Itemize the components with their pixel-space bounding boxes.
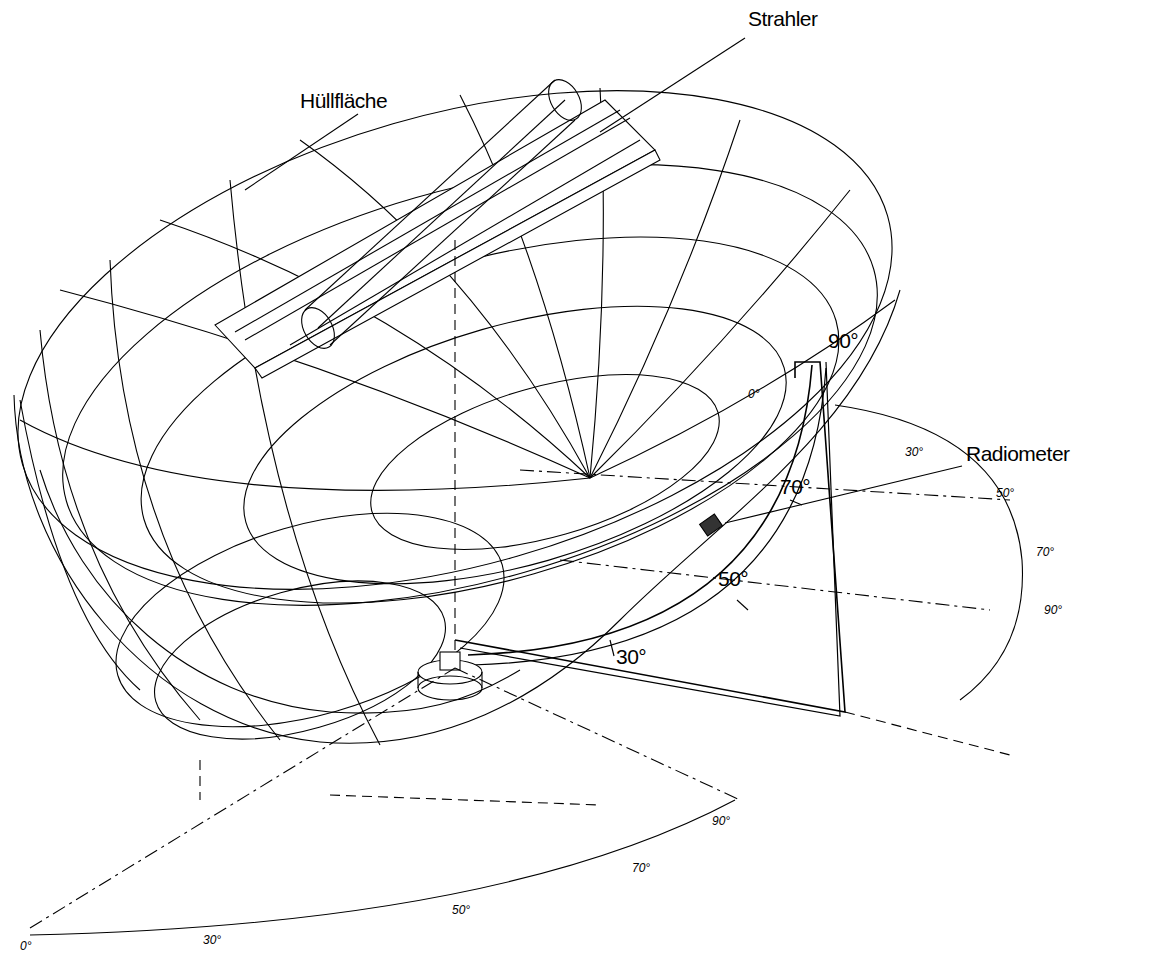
goniometer-arc: [468, 365, 812, 655]
axis-line: [199, 760, 200, 800]
part-name: Hüllfläche: [300, 90, 387, 111]
angle-label: 0°: [20, 940, 31, 952]
angle-label: 50°: [718, 568, 748, 589]
angle-label: 30°: [203, 934, 221, 946]
axis-line: [845, 712, 1010, 755]
envelope-outline: [14, 290, 900, 743]
envelope-rim: [0, 0, 950, 680]
latitude-line: [351, 340, 738, 583]
scale-tick: [610, 640, 614, 656]
axis-line: [454, 240, 455, 660]
goniometer-arc: [472, 368, 826, 665]
angle-label: 70°: [632, 862, 650, 874]
latitude-line: [137, 551, 464, 768]
part-name: Strahler: [748, 8, 818, 29]
leader-line: [600, 38, 745, 132]
meridian: [590, 190, 850, 478]
angle-label: 70°: [1036, 546, 1054, 558]
axis-line: [30, 668, 455, 928]
meridian: [590, 300, 895, 478]
leader-line: [725, 466, 962, 523]
radiator-edge: [235, 110, 620, 332]
axis-line: [330, 795, 600, 805]
angle-label: 30°: [616, 646, 646, 667]
leader-line: [245, 114, 358, 190]
part-name: Radiometer: [966, 443, 1070, 464]
radiator-tube: [318, 100, 565, 328]
radiator-housing: [215, 100, 655, 368]
pivot-base: [417, 672, 418, 688]
angle-label: 50°: [452, 904, 470, 916]
meridian: [20, 420, 590, 490]
angle-label: 50°: [996, 487, 1014, 499]
angle-label: 90°: [712, 815, 730, 827]
pivot-post: [440, 652, 460, 670]
radiator-housing: [255, 150, 660, 378]
angle-label: 0°: [748, 388, 759, 400]
radiator-edge: [290, 140, 640, 345]
angle-label: 90°: [828, 330, 858, 351]
axis-line: [455, 668, 740, 800]
radiator-tube: [305, 80, 555, 310]
angle-label: 70°: [780, 476, 810, 497]
tube-end: [542, 74, 588, 126]
latitude-line: [13, 82, 928, 688]
tube-end: [295, 302, 341, 354]
axis-line: [560, 560, 990, 610]
angle-label: 30°: [905, 446, 923, 458]
meridian: [40, 330, 200, 720]
scale-tick: [737, 600, 748, 610]
pivot-base: [418, 676, 482, 700]
radiator-tube: [330, 120, 575, 345]
degree-circle: [30, 800, 735, 935]
goniometer-frame: [455, 362, 845, 712]
scale-tick: [790, 500, 802, 505]
goniometer-frame: [460, 362, 840, 716]
angle-label: 90°: [1044, 604, 1062, 616]
radiometer-symbol: [700, 514, 723, 536]
meridian: [20, 400, 140, 690]
axis-line: [520, 470, 1010, 500]
